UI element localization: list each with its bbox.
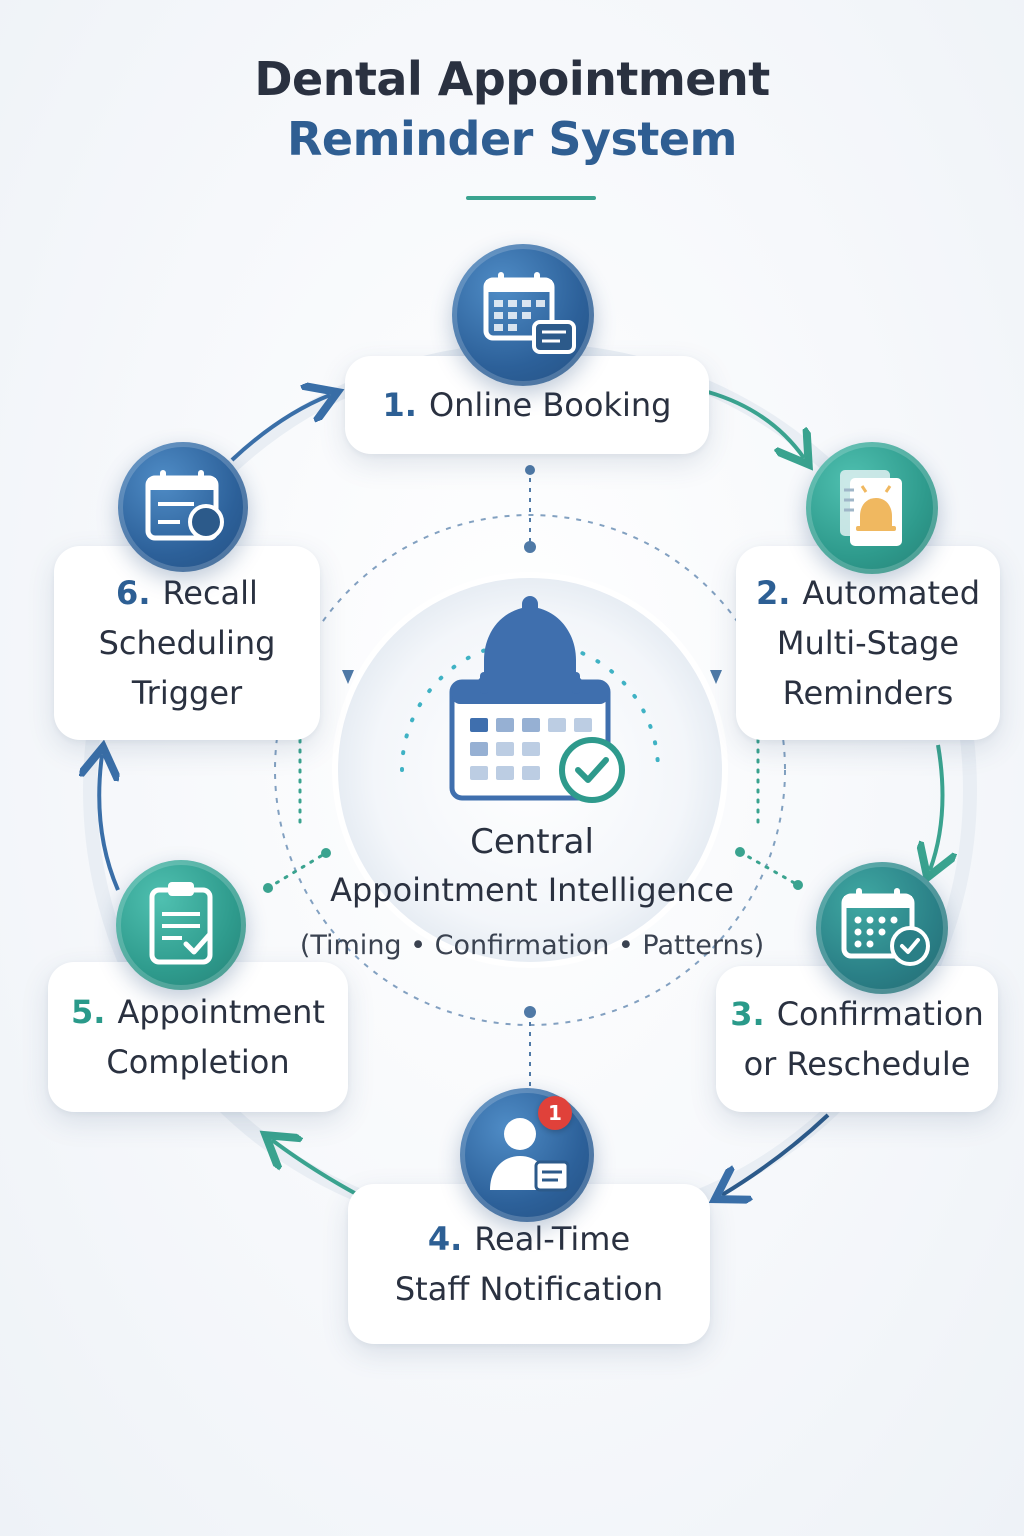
connector-top-dot-2 [524, 541, 536, 553]
connector-bottom-dot [524, 1006, 536, 1018]
step-number: 6. [116, 574, 151, 612]
center-title-line-2: Appointment Intelligence [330, 871, 734, 909]
notification-badge: 1 [538, 1096, 572, 1130]
orbit-marker-left [342, 670, 354, 684]
step-label-line-2: Scheduling [98, 624, 276, 662]
step-card-3[interactable]: 3. Confirmation or Reschedule [716, 966, 998, 1112]
document-bell-icon [806, 442, 938, 574]
step-number: 5. [71, 993, 106, 1031]
dotted-arc [400, 640, 660, 772]
center-title-line-1: Central [470, 822, 594, 862]
step-label-line-2: Completion [106, 1043, 290, 1081]
arrow-6-to-1 [230, 395, 330, 462]
step-label-line-1: Confirmation [776, 995, 984, 1033]
arrow-4-to-5 [272, 1140, 361, 1198]
step-number: 2. [755, 574, 791, 612]
connector-left [266, 851, 328, 890]
bell-calendar-icon [449, 596, 625, 803]
step-label-line-3: Reminders [782, 674, 954, 712]
step-label-line-2: Staff Notification [394, 1270, 664, 1308]
arrow-2-to-3 [930, 744, 943, 870]
step-number: 4. [427, 1220, 463, 1258]
calendar-recall-icon [118, 442, 248, 572]
step-card-5[interactable]: 5. Appointment Completion [48, 962, 348, 1112]
calendar-check-icon [816, 862, 948, 994]
orbit-marker-right [710, 670, 722, 684]
step-number: 3. [730, 995, 765, 1033]
step-number: 1. [382, 386, 417, 424]
step-label-line-1: Automated [802, 574, 981, 612]
connector-top-dot [525, 465, 535, 475]
step-label-line-1: Real-Time [474, 1220, 631, 1258]
step-card-6[interactable]: 6. Recall Scheduling Trigger [54, 546, 320, 740]
step-label: Online Booking [428, 386, 672, 424]
arrow-3-to-4 [722, 1113, 830, 1195]
connector-right [738, 850, 800, 887]
clipboard-check-icon [116, 860, 246, 990]
step-label-line-1: Appointment [117, 993, 325, 1031]
center-subtitle: (Timing • Confirmation • Patterns) [299, 930, 765, 961]
page-title-line-2: Reminder System [286, 112, 738, 166]
calendar-chat-icon [452, 244, 594, 386]
step-label-line-3: Trigger [131, 674, 243, 712]
title-underline [466, 196, 596, 200]
arrow-5-to-6 [99, 755, 118, 891]
step-card-2[interactable]: 2. Automated Multi-Stage Reminders [736, 546, 1000, 740]
step-label-line-1: Recall [162, 574, 258, 612]
page-title-line-1: Dental Appointment [254, 52, 770, 106]
staff-notification-icon [460, 1088, 594, 1222]
step-label-line-2: or Reschedule [743, 1045, 971, 1083]
arrow-1-to-2 [707, 390, 804, 458]
notification-badge-count: 1 [548, 1101, 562, 1125]
step-label-line-2: Multi-Stage [776, 624, 960, 662]
